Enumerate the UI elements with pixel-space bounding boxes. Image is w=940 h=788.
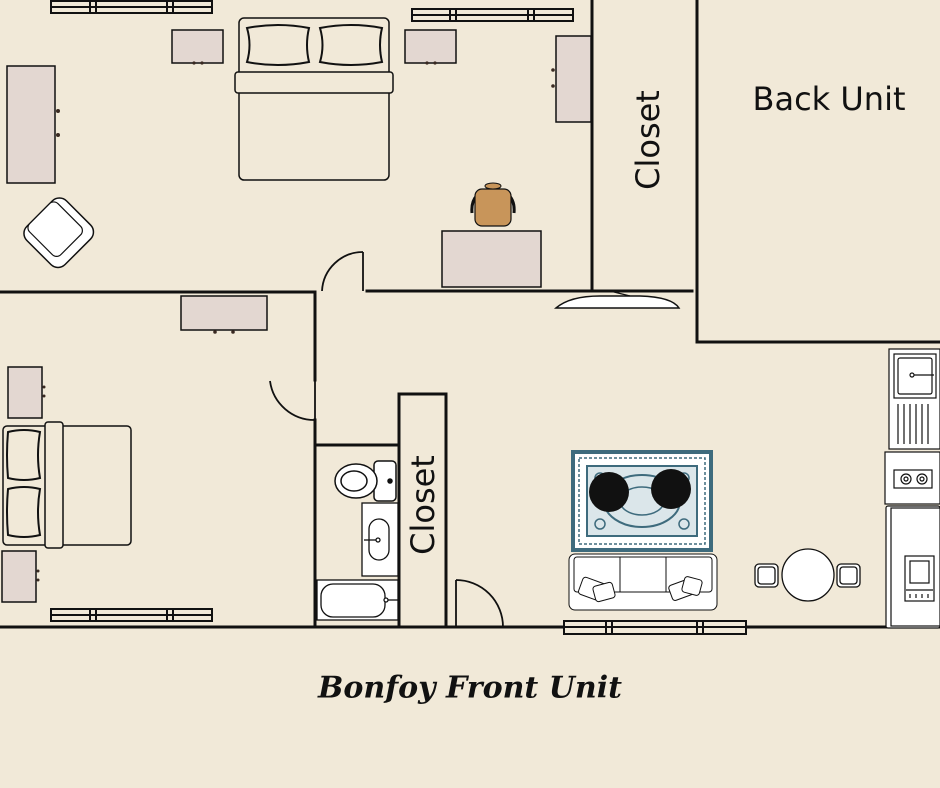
window-bottom-left xyxy=(50,608,213,622)
toilet xyxy=(334,460,397,502)
desk-chair xyxy=(470,182,516,227)
ceiling-fan xyxy=(553,290,681,309)
window-top-left xyxy=(50,0,213,14)
oven-refrigerator xyxy=(885,505,940,629)
bed-second xyxy=(2,421,132,549)
ottomans xyxy=(589,469,691,512)
nightstand-top-left xyxy=(171,29,224,65)
bathtub xyxy=(316,579,399,621)
walls xyxy=(0,0,940,629)
sofa xyxy=(568,553,718,611)
dresser-left xyxy=(6,65,60,184)
windows xyxy=(50,0,747,635)
dresser-second-bedroom xyxy=(180,295,268,334)
desk xyxy=(441,230,542,288)
window-top-middle xyxy=(411,8,574,22)
door-top-bedroom xyxy=(321,251,364,292)
plan-title: Bonfoy Front Unit xyxy=(317,671,622,706)
dining-chair-right xyxy=(836,563,861,588)
kitchen-sink xyxy=(888,348,940,450)
ottoman-right xyxy=(651,469,691,509)
nightstand-second-bottom xyxy=(1,550,40,603)
closet-upper-label: Closet xyxy=(629,90,667,190)
armchair xyxy=(23,197,95,269)
dresser-top-right xyxy=(551,35,592,123)
nightstand-top-right xyxy=(404,29,457,65)
bathroom-sink xyxy=(361,502,399,577)
dining-set xyxy=(754,548,861,602)
door-second-bedroom xyxy=(269,380,316,421)
cooktop xyxy=(884,451,940,505)
door-front-entry xyxy=(455,579,504,628)
bed-top xyxy=(234,17,394,181)
ottoman-left xyxy=(589,472,629,512)
closet-lower-label: Closet xyxy=(404,455,442,555)
nightstand-second-top xyxy=(7,366,46,419)
window-bottom-living xyxy=(563,620,747,635)
dining-chair-left xyxy=(754,563,779,588)
dining-table xyxy=(781,548,835,602)
back-unit-label: Back Unit xyxy=(753,80,906,118)
doors xyxy=(269,251,504,628)
